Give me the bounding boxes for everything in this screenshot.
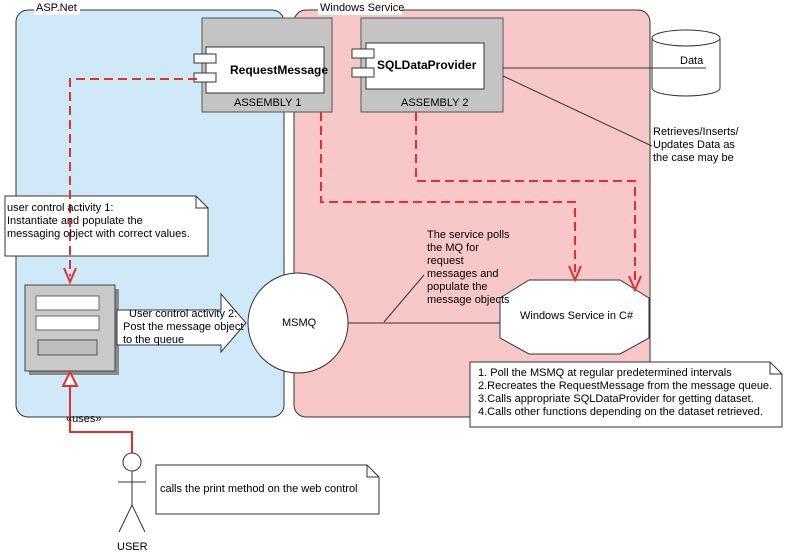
service-polls-line-4: messages and <box>427 268 499 280</box>
retrieves-note-line-1: Retrieves/Inserts/ <box>653 126 739 138</box>
assembly2-port-top <box>351 48 375 59</box>
service-polls-line-6: message objects <box>427 294 510 306</box>
request-to-control-link <box>69 78 197 276</box>
activity1-note-line-2: Instantiate and populate the <box>7 215 143 227</box>
assembly1-label: ASSEMBLY 1 <box>234 97 302 109</box>
msmq-label: MSMQ <box>282 317 317 329</box>
print-note-shape <box>155 464 380 515</box>
windows-service-octagon <box>499 279 650 355</box>
uses-label: «uses» <box>66 413 102 425</box>
web-control-textbox-1 <box>35 295 100 311</box>
activity1-note-line-1: user control activity 1: <box>7 202 114 214</box>
assembly2-to-service-link <box>415 112 636 282</box>
retrieves-note-line-2: Updates Data as <box>653 139 735 151</box>
actor-label: USER <box>117 541 148 553</box>
activity2-line-1: User control activity 2: <box>129 308 238 320</box>
activity1-note-shape <box>4 195 209 257</box>
web-control-textbox-2 <box>35 315 100 331</box>
steps-note-line-4: 4.Calls other functions depending on the… <box>478 406 763 418</box>
web-control-button <box>37 339 98 356</box>
assembly2-port-bottom <box>351 67 375 78</box>
data-cylinder <box>651 29 721 97</box>
service-polls-line-2: the MQ for <box>427 242 479 254</box>
winservice-title: Windows Service <box>320 2 405 14</box>
activity2-line-2: Post the message object <box>123 321 244 333</box>
service-polls-line-1: The service polls <box>427 229 510 241</box>
service-polls-line-5: populate the <box>427 281 488 293</box>
aspnet-title: ASP.Net <box>36 2 77 14</box>
assembly2-component-label: SQLDataProvider <box>377 58 477 72</box>
assembly1-component-label: RequestMessage <box>230 63 329 77</box>
steps-note-shape <box>469 361 783 428</box>
activity2-line-3: to the queue <box>123 334 185 346</box>
uses-link <box>69 386 133 453</box>
print-note-text: calls the print method on the web contro… <box>160 483 358 495</box>
activity2-arrow <box>116 292 247 354</box>
steps-note-line-2: 2.Recreates the RequestMessage from the … <box>478 380 773 392</box>
steps-note-line-3: 3.Calls appropriate SQLDataProvider for … <box>478 393 754 405</box>
user-actor <box>118 452 146 533</box>
steps-note-line-1: 1. Poll the MSMQ at regular predetermine… <box>478 367 732 379</box>
assembly2-label: ASSEMBLY 2 <box>401 97 469 109</box>
assembly1-to-service-link <box>320 112 576 272</box>
windows-service-label: Windows Service in C# <box>520 310 634 322</box>
data-store-label: Data <box>680 55 704 67</box>
assembly1-port-top <box>193 53 217 64</box>
uses-arrowhead <box>61 369 79 387</box>
service-polls-line-3: request <box>427 255 464 267</box>
activity1-note-line-3: messaging object with correct values. <box>7 228 190 240</box>
assembly1-port-bottom <box>193 72 217 83</box>
retrieves-note-line-3: the case may be <box>653 152 734 164</box>
